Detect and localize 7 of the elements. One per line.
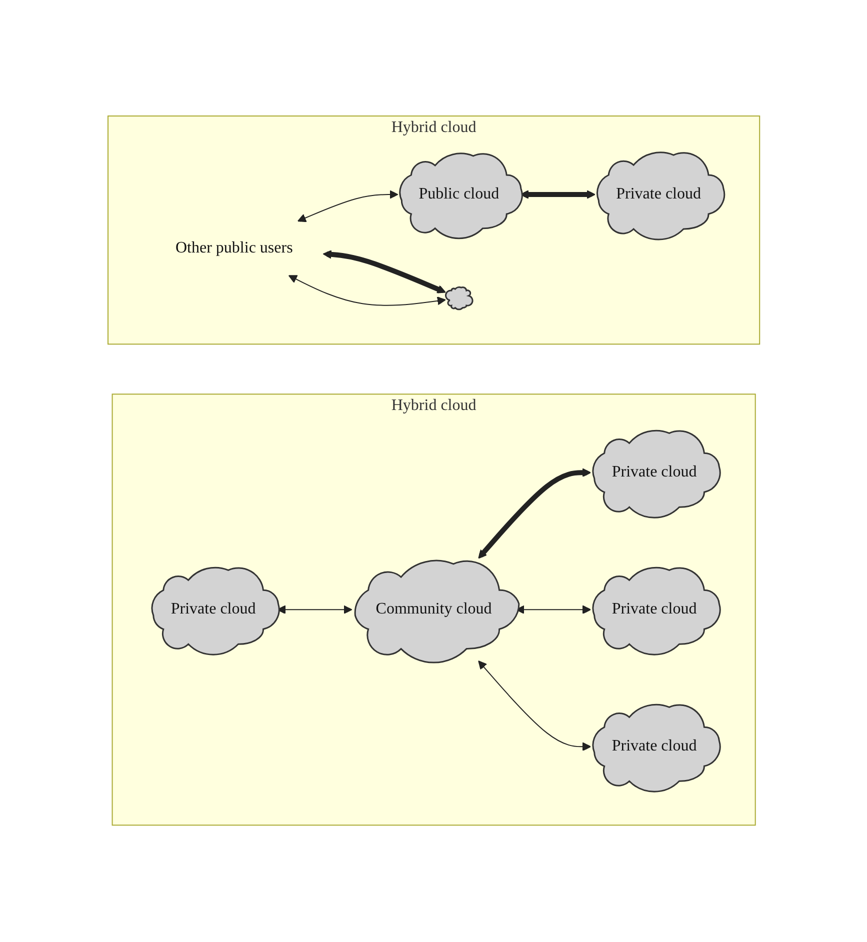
node-text: Other public users (175, 240, 292, 257)
arrow (297, 190, 398, 223)
arrow (288, 276, 446, 306)
arrow (322, 250, 446, 294)
arrow (478, 468, 591, 560)
arrow (478, 660, 591, 752)
node-cloud (444, 286, 473, 311)
